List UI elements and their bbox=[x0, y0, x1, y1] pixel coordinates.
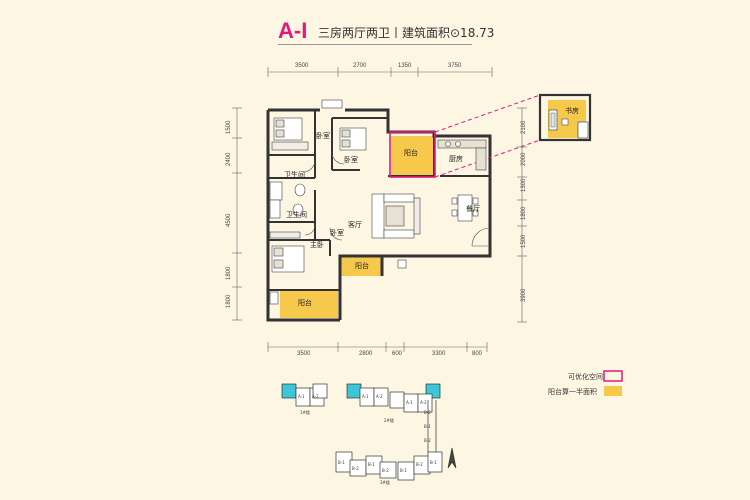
keyplan-building-1: 1#楼 bbox=[300, 410, 310, 415]
balcony-top-fill bbox=[391, 136, 434, 176]
room-master-bedroom: 主卧 bbox=[310, 241, 324, 249]
room-balcony-middle: 阳台 bbox=[355, 262, 369, 270]
room-balcony-top: 阳台 bbox=[404, 149, 418, 157]
room-balcony-bottom: 阳台 bbox=[298, 299, 312, 307]
keyplan-unit: B-2 bbox=[424, 438, 431, 443]
optimizable-space-outline bbox=[389, 131, 436, 178]
keyplan-unit: A-2 bbox=[376, 394, 383, 399]
dim-bottom-1: 3500 bbox=[297, 351, 311, 357]
dimension-lines bbox=[232, 67, 527, 352]
key-plan bbox=[281, 383, 457, 481]
room-dining-room: 餐厅 bbox=[466, 205, 480, 213]
title-underline bbox=[278, 44, 472, 45]
room-bedroom-2: 卧室 bbox=[344, 156, 358, 164]
zoom-lines bbox=[434, 94, 541, 178]
keyplan-unit: B-1 bbox=[430, 460, 437, 465]
dim-bottom-4: 3300 bbox=[432, 351, 446, 357]
dim-top-3: 1350 bbox=[398, 63, 412, 69]
furniture bbox=[269, 99, 487, 305]
keyplan-unit: B-2 bbox=[352, 466, 359, 471]
room-bedroom-3: 卧室 bbox=[330, 229, 344, 237]
legend-balcony-label: 阳台算一半面积 bbox=[548, 388, 597, 396]
keyplan-unit: A-1 bbox=[298, 394, 305, 399]
keyplan-unit: A-1 bbox=[362, 394, 369, 399]
keyplan-unit: B-1 bbox=[338, 460, 345, 465]
dim-bottom-5: 800 bbox=[472, 351, 483, 357]
dim-top-1: 3500 bbox=[295, 63, 309, 69]
keyplan-building-3: 3#楼 bbox=[380, 480, 390, 485]
interior-walls bbox=[268, 110, 490, 291]
exterior-walls bbox=[266, 108, 492, 322]
legend-optimizable-swatch bbox=[603, 370, 623, 382]
room-bath-1: 卫生间 bbox=[284, 171, 305, 179]
dim-top-4: 3750 bbox=[448, 63, 462, 69]
dim-bottom-3: 600 bbox=[392, 351, 403, 357]
legend-balcony-swatch bbox=[604, 386, 622, 396]
keyplan-unit: B-1 bbox=[368, 462, 375, 467]
keyplan-unit: A-1 bbox=[406, 400, 413, 405]
room-kitchen: 厨房 bbox=[449, 155, 463, 163]
keyplan-unit: B-2 bbox=[416, 462, 423, 467]
door-swings bbox=[302, 151, 491, 247]
room-living-room: 客厅 bbox=[348, 221, 362, 229]
unit-code: A-I bbox=[278, 18, 308, 43]
keyplan-unit: A-2 bbox=[420, 400, 427, 405]
study-inset bbox=[538, 93, 592, 142]
balcony-middle-fill bbox=[340, 256, 382, 276]
room-study: 书房 bbox=[565, 107, 579, 115]
legend-optimizable-label: 可优化空间 bbox=[568, 373, 603, 381]
keyplan-unit: B-1 bbox=[424, 424, 431, 429]
keyplan-unit: B-2 bbox=[382, 468, 389, 473]
keyplan-unit: B-1 bbox=[400, 468, 407, 473]
room-bedroom-1: 卧室 bbox=[316, 132, 330, 140]
room-bath-2: 卫生间 bbox=[286, 211, 307, 219]
keyplan-building-2: 2#楼 bbox=[384, 418, 394, 423]
unit-description: 三房两厅两卫丨建筑面积⊙18.73 bbox=[318, 26, 495, 40]
dim-top-2: 2700 bbox=[353, 63, 367, 69]
keyplan-unit: A-2 bbox=[312, 394, 319, 399]
keyplan-unit: B-2 bbox=[424, 410, 431, 415]
dim-bottom-2: 2800 bbox=[359, 351, 373, 357]
balcony-bottom-fill bbox=[280, 290, 338, 318]
